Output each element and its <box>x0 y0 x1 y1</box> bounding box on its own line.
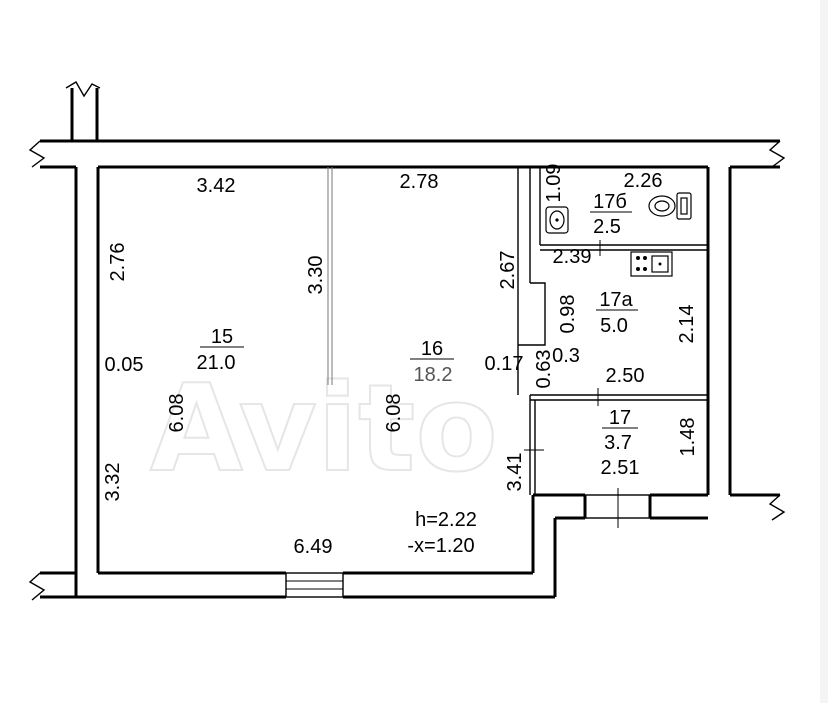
kitchen-sink-icon <box>630 251 673 277</box>
room-16-number: 16 <box>421 338 443 360</box>
dim-top-left-width: 3.42 <box>197 175 236 197</box>
room-15-number: 15 <box>211 326 233 348</box>
room-17b-area: 2.5 <box>593 216 621 238</box>
note-mark: -x=1.20 <box>407 535 474 557</box>
dim-left-upper: 2.76 <box>107 243 129 282</box>
dim-hall-width-bottom: 2.51 <box>601 457 640 479</box>
room-17-label: 17 3.7 <box>602 407 638 454</box>
dim-hall-left: 3.41 <box>504 453 526 492</box>
room-17b-number: 17б <box>593 191 627 213</box>
dim-hall-height: 1.48 <box>677 418 699 457</box>
dim-partition-height: 3.30 <box>305 256 327 295</box>
dim-hall-width-top: 2.50 <box>606 365 645 387</box>
room-16-area: 18.2 <box>414 364 453 386</box>
dim-left-lower: 3.32 <box>102 463 124 502</box>
room-17b-label: 17б 2.5 <box>590 191 632 238</box>
room-17a-area: 5.0 <box>600 315 628 337</box>
room-17a-label: 17а 5.0 <box>596 289 638 337</box>
note-ceiling-height: h=2.22 <box>415 509 477 531</box>
watermark-text: Avito <box>150 360 498 499</box>
room-16-label: 16 18.2 <box>410 338 454 386</box>
dim-niche-b: 0.3 <box>552 345 580 367</box>
room-15-area: 21.0 <box>197 352 236 374</box>
dim-top-mid-width: 2.78 <box>400 171 439 193</box>
break-mark-bottom-right <box>768 494 786 521</box>
dim-left-offset: 0.05 <box>105 354 144 376</box>
wall-16-niche <box>518 282 546 346</box>
dim-left-room-depth: 6.08 <box>166 394 188 433</box>
dim-kitchen-height: 2.14 <box>676 305 698 344</box>
dim-bottom-width: 6.49 <box>294 536 333 558</box>
dim-niche-a: 0.63 <box>533 350 555 389</box>
dim-kitchen-width: 2.39 <box>553 246 592 268</box>
room-15-label: 15 21.0 <box>197 326 244 374</box>
toilet-icon <box>648 192 692 220</box>
room-17-number: 17 <box>609 407 631 429</box>
break-mark-top-left <box>28 140 46 168</box>
dim-kitchen-small: 0.98 <box>557 295 579 334</box>
break-mark-top-right <box>768 140 786 168</box>
dim-bath-height: 1.09 <box>543 164 565 203</box>
room-17a-number: 17а <box>599 289 633 311</box>
dim-mid-room-depth: 6.08 <box>383 394 405 433</box>
dim-bath-width: 2.26 <box>624 170 663 192</box>
break-mark-north <box>65 81 101 98</box>
dim-corridor-upper: 2.67 <box>497 251 519 290</box>
window-bottom <box>285 572 344 598</box>
dim-niche-width: 0.17 <box>485 353 524 375</box>
sink-icon <box>545 206 569 234</box>
room-17-area: 3.7 <box>604 432 632 454</box>
break-mark-bottom-left <box>28 572 46 601</box>
right-edge-strip <box>820 0 828 703</box>
